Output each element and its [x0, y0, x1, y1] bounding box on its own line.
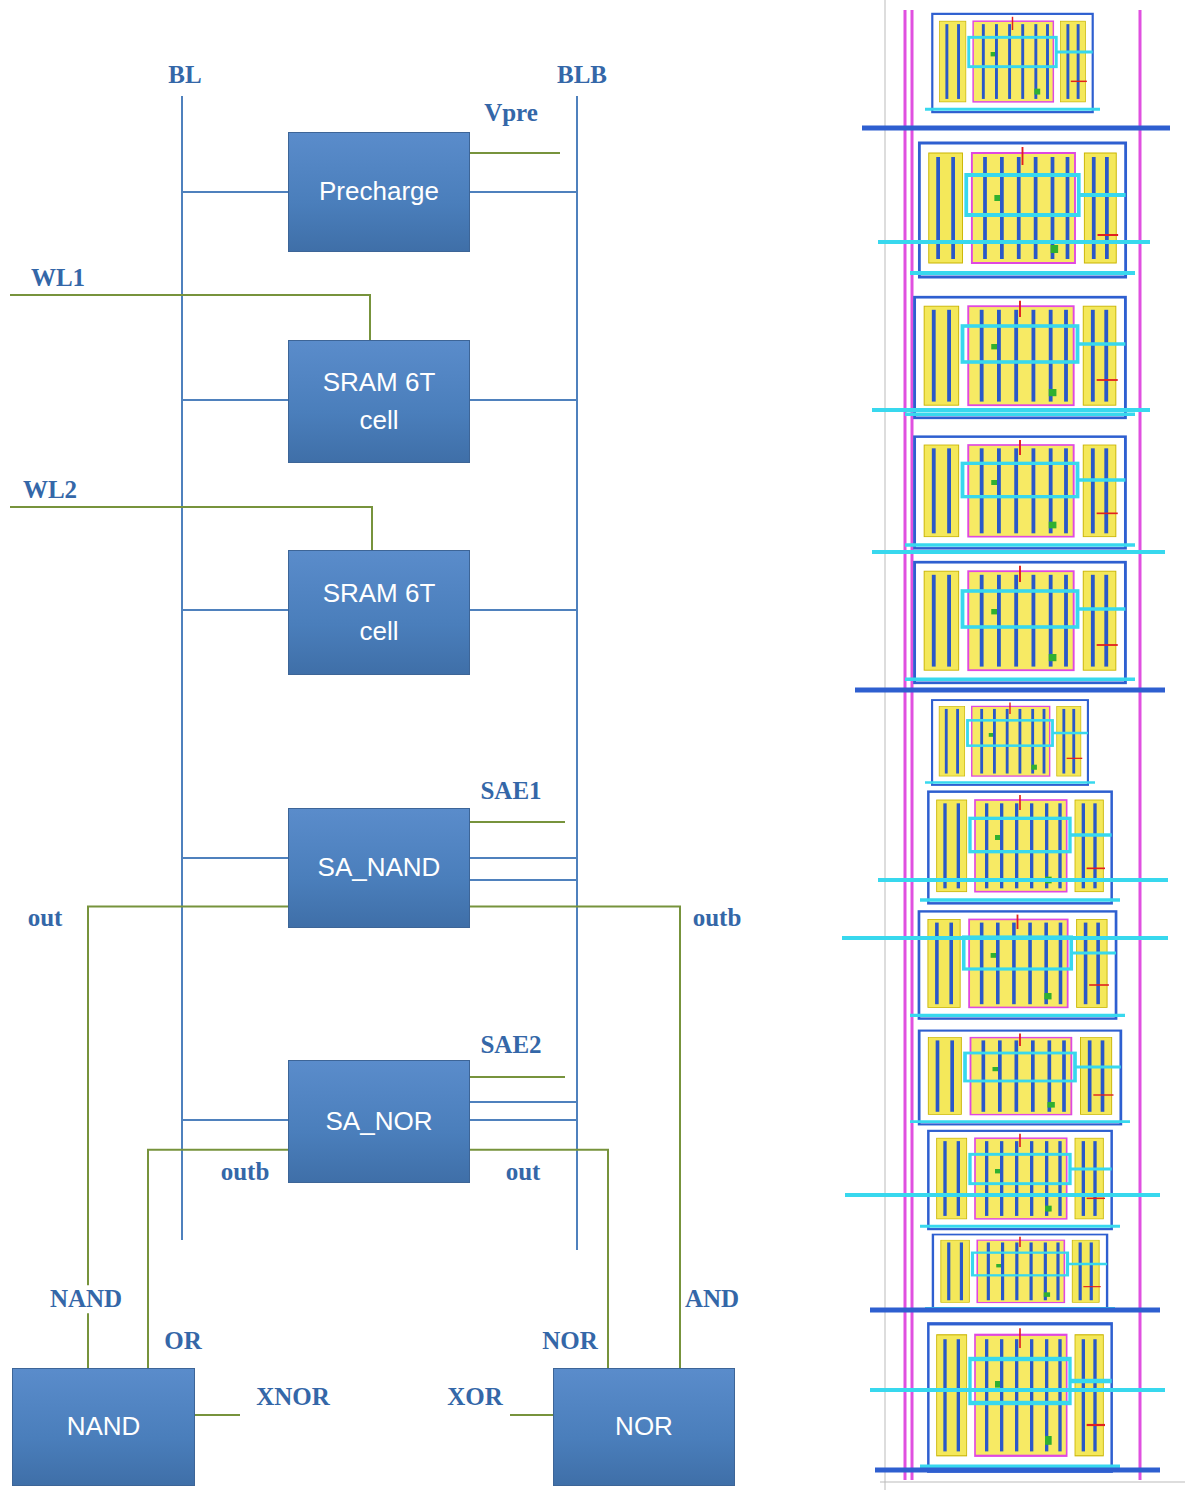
- signal-name: outb: [219, 1158, 272, 1186]
- signal-name: out: [26, 904, 65, 932]
- signal-name: Vpre: [482, 99, 540, 127]
- signal-name: out: [504, 1158, 543, 1186]
- signal-name: XOR: [445, 1383, 505, 1411]
- wire-label: NAND: [48, 1285, 124, 1313]
- signal-name: WL1: [29, 264, 87, 292]
- block-name: SA_NOR: [326, 1103, 433, 1141]
- layout-illustration: [842, 0, 1185, 1490]
- signal-name: XNOR: [254, 1383, 332, 1411]
- circuit-block: SA_NOR: [288, 1060, 470, 1183]
- logic-gate-box: NAND: [12, 1368, 195, 1486]
- block-name: SA_NAND: [318, 849, 441, 887]
- logic-gate-box: NOR: [553, 1368, 735, 1486]
- output-wire: [470, 1150, 608, 1368]
- output-wire: [470, 906, 680, 1368]
- output-wire: [148, 1150, 288, 1368]
- circuit-block: Precharge: [288, 132, 470, 252]
- wire-label: AND: [683, 1285, 741, 1313]
- block-name: NAND: [67, 1408, 141, 1446]
- circuit-block: SRAM 6T cell: [288, 550, 470, 675]
- signal-name: outb: [691, 904, 744, 932]
- block-name: Precharge: [319, 173, 439, 211]
- wire-label: OR: [162, 1327, 204, 1355]
- circuit-block: SRAM 6T cell: [288, 340, 470, 463]
- signal-name: BLB: [555, 61, 609, 89]
- block-name: SRAM 6T cell: [314, 575, 444, 650]
- block-name: NOR: [615, 1408, 673, 1446]
- signal-name: SAE2: [478, 1031, 543, 1059]
- signal-name: WL2: [21, 476, 79, 504]
- wire-label: NOR: [540, 1327, 600, 1355]
- signal-name: SAE1: [478, 777, 543, 805]
- circuit-block: SA_NAND: [288, 808, 470, 928]
- block-name: SRAM 6T cell: [314, 364, 444, 439]
- signal-name: BL: [166, 61, 203, 89]
